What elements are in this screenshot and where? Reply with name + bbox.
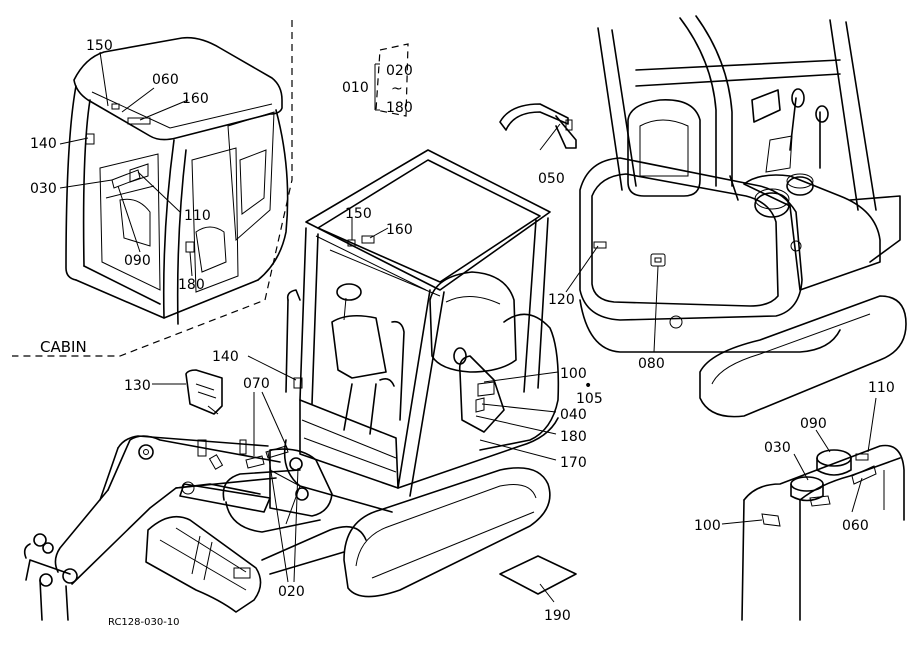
drawing-number: RC128-030-10 xyxy=(108,617,180,628)
callout-150-canopy: 150 xyxy=(345,206,372,222)
callout-100-main: 100 xyxy=(560,366,587,382)
section-label-cabin: CABIN xyxy=(40,338,87,356)
callout-110-cabin: 110 xyxy=(184,208,211,224)
main-machine-drawing xyxy=(23,149,560,621)
callout-labels: 150 060 160 140 030 110 090 180 050 150 … xyxy=(30,38,895,624)
callout-040: 040 xyxy=(560,407,587,423)
callout-140-cabin: 140 xyxy=(30,136,57,152)
callout-050: 050 xyxy=(538,171,565,187)
rear-view-drawing xyxy=(579,15,907,418)
range-from-label: 020 xyxy=(386,63,413,79)
callout-070: 070 xyxy=(243,376,270,392)
callout-150-cabin: 150 xyxy=(86,38,113,54)
callout-020: 020 xyxy=(278,584,305,600)
callout-080: 080 xyxy=(638,356,665,372)
range-to-label: 180 xyxy=(386,100,413,116)
loose-parts xyxy=(185,43,905,621)
callout-140-canopy: 140 xyxy=(212,349,239,365)
callout-170: 170 xyxy=(560,455,587,471)
callout-090-cabin: 090 xyxy=(124,253,151,269)
callout-060-cabin: 060 xyxy=(152,72,179,88)
callout-030-cabin: 030 xyxy=(30,181,57,197)
callout-130: 130 xyxy=(124,378,151,394)
range-start-label: 010 xyxy=(342,80,369,96)
callout-105: 105 xyxy=(576,391,603,407)
callout-160-cabin: 160 xyxy=(182,91,209,107)
callout-120: 120 xyxy=(548,292,575,308)
range-tilde: ~ xyxy=(391,81,403,97)
leader-lines xyxy=(59,51,877,603)
range-callout: 010 020 ~ 180 xyxy=(342,63,413,116)
cabin-section-divider xyxy=(12,20,293,357)
callout-160-canopy: 160 xyxy=(386,222,413,238)
callout-030-detail: 030 xyxy=(764,440,791,456)
callout-100-detail: 100 xyxy=(694,518,721,534)
cabin-inset-drawing xyxy=(65,36,289,325)
callout-060-detail: 060 xyxy=(842,518,869,534)
callout-110-detail: 110 xyxy=(868,380,895,396)
callout-190: 190 xyxy=(544,608,571,624)
callout-090-detail: 090 xyxy=(800,416,827,432)
callout-marker-dot: • xyxy=(584,378,592,394)
callout-180-cabin: 180 xyxy=(178,277,205,293)
callout-180-main: 180 xyxy=(560,429,587,445)
